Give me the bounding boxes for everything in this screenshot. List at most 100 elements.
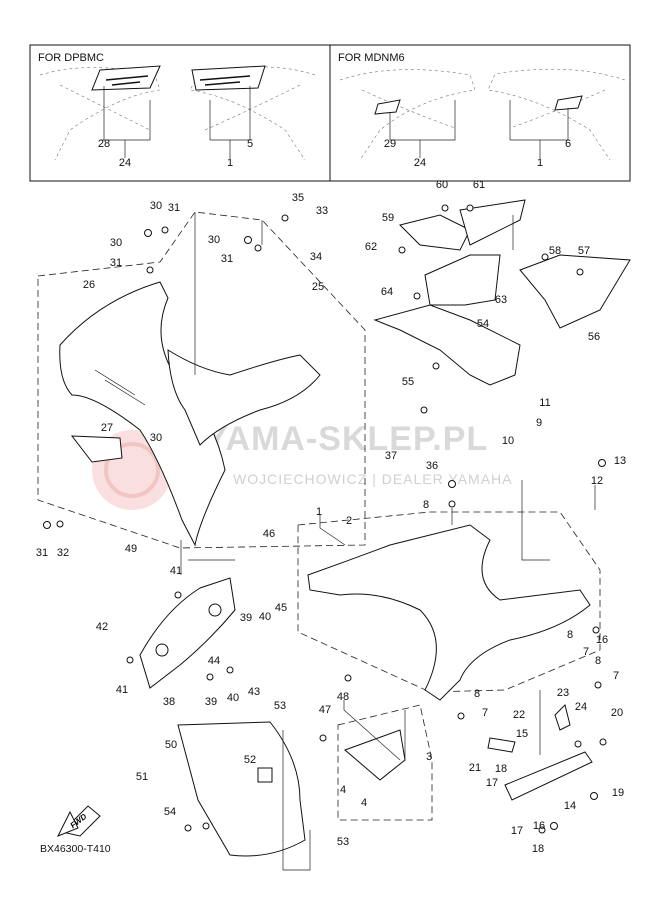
part-callout-30: 30 — [150, 432, 162, 444]
part-callout-53: 53 — [274, 700, 286, 712]
part-callout-37: 37 — [385, 450, 397, 462]
part-callout-31: 31 — [36, 547, 48, 559]
part-callout-21: 21 — [469, 762, 481, 774]
part-callout-22: 22 — [513, 709, 525, 721]
part-callout-1: 1 — [316, 506, 322, 518]
fwd-arrow-icon: FWD — [56, 805, 101, 837]
part-callout-15: 15 — [516, 728, 528, 740]
part-callout-52: 52 — [244, 754, 256, 766]
part-callout-62: 62 — [365, 241, 377, 253]
part-callout-17: 17 — [486, 777, 498, 789]
part-callout-31: 31 — [110, 257, 122, 269]
part-callout-55: 55 — [402, 376, 414, 388]
inset-right-fairings — [339, 68, 626, 161]
part-callout-51: 51 — [136, 771, 148, 783]
part-callout-43: 43 — [248, 686, 260, 698]
part-callout-18: 18 — [495, 763, 507, 775]
part-callout-57: 57 — [578, 245, 590, 257]
part-callout-58: 58 — [549, 245, 561, 257]
watermark-main: YAMA-SKLEP.PL — [205, 420, 488, 458]
lower-right-brackets — [344, 704, 593, 801]
part-callout-7: 7 — [482, 707, 488, 719]
part-callout-9: 9 — [536, 417, 542, 429]
part-callout-54: 54 — [477, 318, 489, 330]
inset-left-callout-4: 1 — [227, 157, 233, 169]
lower-covers — [139, 577, 306, 857]
part-callout-30: 30 — [150, 200, 162, 212]
part-callout-36: 36 — [426, 460, 438, 472]
part-callout-40: 40 — [227, 692, 239, 704]
part-callout-48: 48 — [337, 691, 349, 703]
part-callout-4: 4 — [340, 784, 346, 796]
inset-right-callout-1: 29 — [384, 138, 396, 150]
part-callout-7: 7 — [583, 646, 589, 658]
part-callout-26: 26 — [83, 279, 95, 291]
part-callout-13: 13 — [614, 455, 626, 467]
part-callout-17: 17 — [511, 825, 523, 837]
watermark-sub: WOJCIECHOWICZ | DEALER YAMAHA — [233, 471, 512, 487]
part-callout-4: 4 — [361, 797, 367, 809]
part-callout-20: 20 — [611, 707, 623, 719]
part-callout-8: 8 — [595, 655, 601, 667]
part-callout-45: 45 — [275, 602, 287, 614]
part-callout-16: 16 — [596, 634, 608, 646]
part-callout-42: 42 — [96, 621, 108, 633]
part-callout-31: 31 — [221, 253, 233, 265]
inset-right-callout-4: 1 — [537, 157, 543, 169]
part-callout-33: 33 — [316, 205, 328, 217]
part-callout-40: 40 — [259, 611, 271, 623]
part-callout-18: 18 — [532, 843, 544, 855]
part-callout-7: 7 — [613, 670, 619, 682]
part-callout-19: 19 — [612, 787, 624, 799]
inset-left-callout-3: 5 — [247, 138, 253, 150]
part-callout-64: 64 — [381, 286, 393, 298]
part-callout-10: 10 — [502, 435, 514, 447]
part-callout-24: 24 — [575, 701, 587, 713]
fasteners — [43, 204, 607, 834]
part-callout-27: 27 — [101, 422, 113, 434]
variant-inset: FOR DPBMC FOR MDNM6 28 24 5 1 — [29, 44, 631, 182]
part-callout-35: 35 — [292, 192, 304, 204]
inset-right-header: FOR MDNM6 — [338, 52, 405, 64]
part-callout-8: 8 — [567, 629, 573, 641]
part-callout-44: 44 — [208, 655, 220, 667]
part-callout-25: 25 — [312, 281, 324, 293]
part-callout-46: 46 — [263, 528, 275, 540]
part-callout-23: 23 — [557, 687, 569, 699]
part-callout-2: 2 — [346, 515, 352, 527]
part-callout-50: 50 — [165, 739, 177, 751]
inset-left-header: FOR DPBMC — [38, 52, 104, 64]
side-cover-left — [59, 281, 321, 547]
part-callout-30: 30 — [110, 237, 122, 249]
part-callout-38: 38 — [163, 696, 175, 708]
inset-left-callout-2: 24 — [119, 157, 131, 169]
part-callout-3: 3 — [426, 751, 432, 763]
inset-right-callout-3: 6 — [565, 138, 571, 150]
part-callout-30: 30 — [208, 234, 220, 246]
part-callout-49: 49 — [125, 543, 137, 555]
part-callout-8: 8 — [423, 499, 429, 511]
part-callout-11: 11 — [539, 397, 550, 409]
part-callout-41: 41 — [170, 565, 182, 577]
part-callout-39: 39 — [240, 612, 252, 624]
part-callout-60: 60 — [436, 179, 448, 191]
part-callout-63: 63 — [495, 294, 507, 306]
part-callout-14: 14 — [564, 800, 576, 812]
inset-left-callout-1: 28 — [98, 138, 110, 150]
part-callout-34: 34 — [310, 251, 322, 263]
part-callout-39: 39 — [205, 696, 217, 708]
diagram-code: BX46300-T410 — [40, 843, 111, 855]
fairing-front-right — [307, 524, 591, 701]
part-callout-61: 61 — [473, 179, 485, 191]
part-callout-54: 54 — [164, 806, 176, 818]
part-callout-8: 8 — [474, 688, 480, 700]
assembly-outlines — [37, 211, 601, 821]
part-callout-53: 53 — [337, 836, 349, 848]
callout-layer: 1234477788889101112131415161617171818192… — [36, 179, 626, 855]
inset-left-fairings — [39, 65, 316, 161]
part-callout-47: 47 — [319, 704, 331, 716]
part-callout-59: 59 — [382, 212, 394, 224]
part-callout-56: 56 — [588, 331, 600, 343]
part-callout-31: 31 — [168, 202, 180, 214]
part-callout-12: 12 — [591, 475, 603, 487]
